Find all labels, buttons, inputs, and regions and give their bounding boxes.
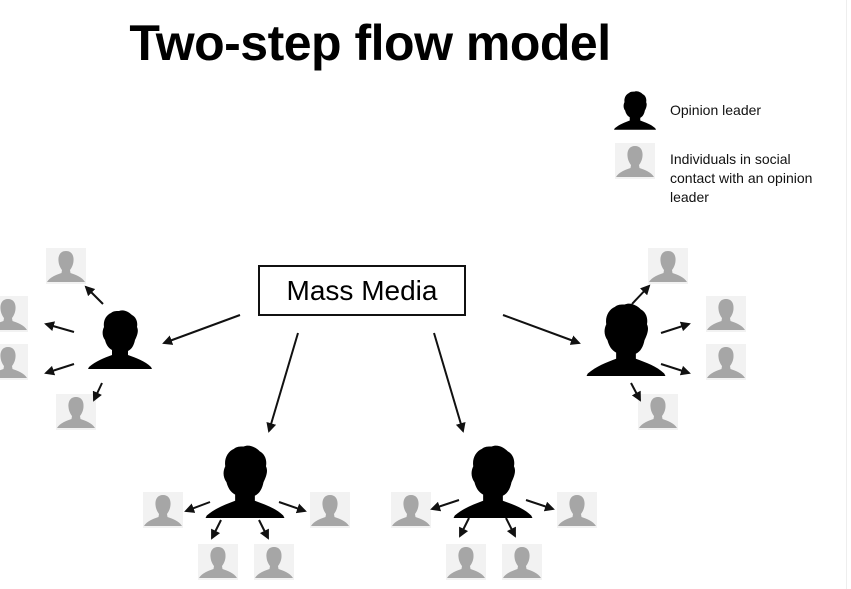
leader-to-individual-arrow — [184, 501, 211, 513]
leader-to-individual-arrow — [630, 382, 641, 402]
leader-to-individual-arrow — [430, 499, 460, 512]
mass-media-box: Mass Media — [258, 265, 466, 316]
mass-media-label: Mass Media — [286, 274, 438, 306]
legend-label-individuals: Individuals in social contact with an op… — [670, 150, 812, 207]
individual-icon — [0, 344, 28, 380]
opinion-leader-bottom-right-icon — [453, 445, 533, 518]
leader-to-individual-arrow — [258, 519, 269, 540]
leader-to-individual-arrow — [459, 517, 470, 538]
individual-icon — [254, 544, 294, 580]
individual-icon — [143, 492, 183, 528]
leader-to-individual-arrow — [44, 363, 75, 376]
individual-icon — [56, 394, 96, 430]
individual-icon — [706, 344, 746, 380]
leader-to-individual-arrow — [660, 321, 691, 334]
legend-label-opinion-leader: Opinion leader — [670, 102, 762, 118]
leader-to-individual-arrow — [631, 284, 651, 305]
legend-label-line: leader — [670, 189, 709, 205]
legend-opinion-leader-icon — [614, 91, 656, 130]
diagram-title: Two-step flow model — [129, 15, 611, 71]
legend-label-line: contact with an opinion — [670, 170, 813, 186]
individual-icon — [0, 296, 28, 332]
leader-to-individual-arrow — [84, 285, 104, 305]
opinion-leader-right-icon — [586, 303, 666, 376]
opinion-leader-bottom-left-icon — [205, 445, 285, 518]
leader-to-individual-arrow — [44, 321, 75, 333]
individual-icon — [502, 544, 542, 580]
individual-icon — [648, 248, 688, 284]
media-to-leader-bottom-right-arrow — [433, 332, 466, 433]
individual-icon — [46, 248, 86, 284]
legend-individual-icon — [615, 143, 655, 179]
individual-icon — [706, 296, 746, 332]
leader-to-individual-arrow — [211, 519, 222, 540]
leader-to-individual-arrow — [92, 382, 103, 402]
individual-icon — [391, 492, 431, 528]
leader-to-individual-arrow — [505, 517, 516, 538]
leader-to-individual-arrow — [660, 363, 691, 376]
legend-label-line: Individuals in social — [670, 151, 791, 167]
leader-to-individual-arrow — [525, 499, 555, 512]
opinion-leader-left-icon — [88, 310, 152, 369]
individual-icon — [446, 544, 486, 580]
media-to-leader-bottom-left-arrow — [266, 332, 299, 433]
media-to-leader-right-arrow — [502, 314, 581, 345]
edge-divider — [846, 0, 847, 589]
individual-icon — [557, 492, 597, 528]
individual-icon — [638, 394, 678, 430]
individual-icon — [310, 492, 350, 528]
individual-icon — [198, 544, 238, 580]
media-to-leader-left-arrow — [162, 314, 241, 345]
leader-to-individual-arrow — [278, 501, 307, 514]
